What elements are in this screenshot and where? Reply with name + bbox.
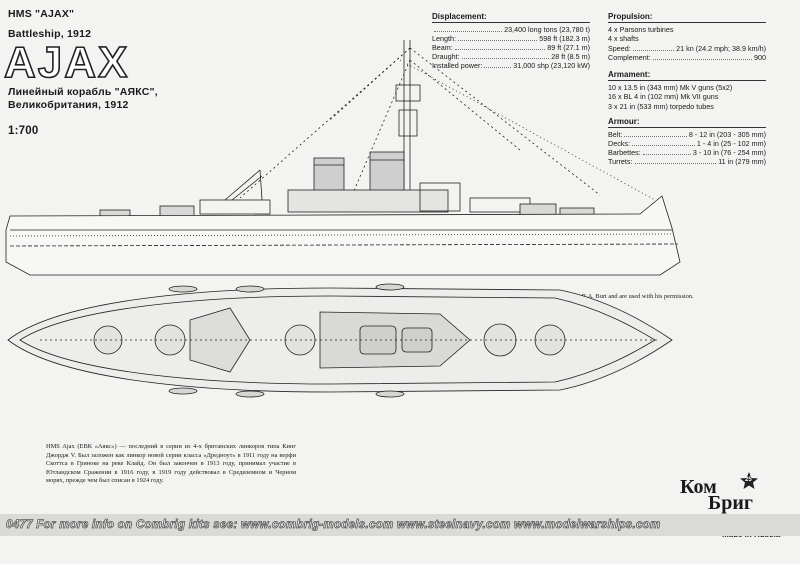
power-row: Installed power:31,000 shp (23,120 kW) (432, 61, 590, 70)
complement-row: Complement:900 (608, 52, 766, 62)
armament-line: 16 x BL 4 in (102 mm) Mk VII guns (608, 92, 719, 102)
displacement-row: 23,400 long tons (23,780 t) (432, 25, 590, 34)
star-badge-icon: 25 (740, 472, 758, 490)
armour-section: Armour: Belt:8 - 12 in (203 - 305 mm) De… (608, 117, 766, 166)
ship-label: HMS "AJAX" (8, 8, 75, 20)
beam-row: Beam:89 ft (27.1 m) (432, 43, 590, 52)
russian-title-line2: Великобритания, 1912 (8, 99, 129, 111)
propulsion-shafts: 4 x shafts (608, 34, 639, 44)
propulsion-title: Propulsion: (608, 12, 766, 23)
footer-bar (0, 514, 800, 536)
armament-line: 3 x 21 in (533 mm) torpedo tubes (608, 101, 714, 111)
ship-plan-view-drawing (7, 283, 673, 398)
combrig-logo: Ком Бриг 25 (678, 472, 788, 516)
scale-label: 1:700 (8, 125, 39, 137)
propulsion-section: Propulsion: 4 x Parsons turbines 4 x sha… (608, 12, 766, 62)
draught-row: Draught:28 ft (8.5 m) (432, 52, 590, 61)
propulsion-turbines: 4 x Parsons turbines (608, 25, 674, 34)
displacement-section: Displacement: 23,400 long tons (23,780 t… (432, 12, 590, 70)
footer-links: 0477 For more info on Combrig kits see: … (6, 519, 661, 532)
brand-line1: Ком (680, 476, 717, 498)
russian-title-line1: Линейный корабль "АЯКС", (8, 86, 158, 98)
armament-line: 10 x 13.5 in (343 mm) Mk V guns (5x2) (608, 83, 733, 92)
barbettes-row: Barbettes:3 - 10 in (76 - 254 mm) (608, 148, 766, 157)
turrets-row: Turrets:11 in (279 mm) (608, 157, 766, 166)
length-row: Length:598 ft (182.3 m) (432, 34, 590, 43)
belt-row: Belt:8 - 12 in (203 - 305 mm) (608, 130, 766, 139)
displacement-title: Displacement: (432, 12, 590, 23)
ship-name-title: AJAX (3, 37, 130, 88)
ship-type: Battleship, 1912 (8, 28, 92, 40)
speed-row: Speed:21 kn (24.2 mph; 38.9 km/h) (608, 43, 766, 53)
drawing-credit: Line drawings are created by R.A. Burt a… (506, 293, 694, 300)
ship-description: HMS Ajax (ЕВК «Аякс») — последний в сери… (46, 443, 296, 485)
armour-title: Armour: (608, 117, 766, 128)
armament-title: Armament: (608, 70, 766, 81)
ship-side-profile-drawing (5, 40, 681, 276)
decks-row: Decks:1 - 4 in (25 - 102 mm) (608, 139, 766, 148)
armament-section: Armament: 10 x 13.5 in (343 mm) Mk V gun… (608, 70, 766, 111)
brand-line2: Бриг (708, 492, 753, 514)
